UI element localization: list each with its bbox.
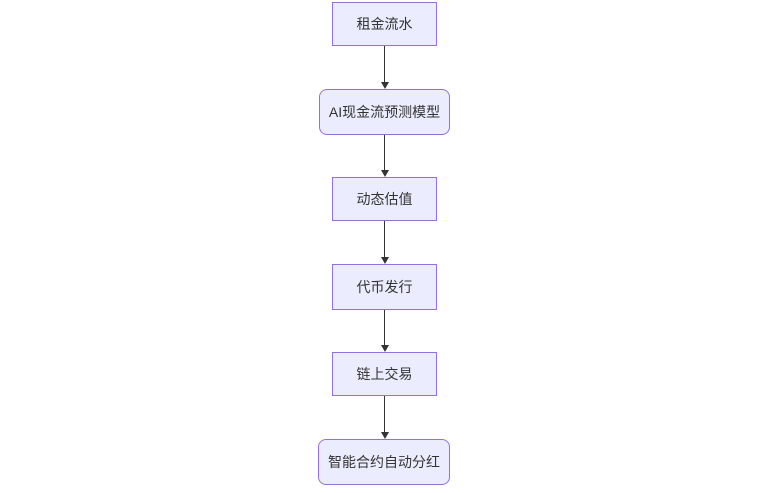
flow-arrow-n1-n2 [380,46,390,89]
flow-node-n4: 代币发行 [332,264,437,310]
flow-node-label: 链上交易 [356,366,413,382]
flow-arrow-n2-n3 [380,135,390,177]
arrow-line [384,135,385,170]
arrow-line [384,396,385,432]
arrow-head-icon [380,82,389,89]
flow-node-n3: 动态估值 [332,177,437,221]
flow-node-n1: 租金流水 [332,2,437,46]
flow-arrow-n3-n4 [380,221,390,264]
flow-node-n5: 链上交易 [332,352,437,396]
arrow-line [384,46,385,82]
flow-arrow-n5-n6 [380,396,390,439]
flow-arrow-n4-n5 [380,310,390,352]
arrow-head-icon [380,345,389,352]
arrow-line [384,221,385,257]
flow-node-n2: AI现金流预测模型 [319,89,450,135]
arrow-line [384,310,385,345]
arrow-head-icon [380,257,389,264]
arrow-head-icon [380,170,389,177]
flow-node-label: 代币发行 [356,279,413,295]
arrow-head-icon [380,432,389,439]
flow-node-label: 动态估值 [356,191,413,207]
flow-node-n6: 智能合约自动分红 [318,439,450,485]
flow-node-label: 智能合约自动分红 [328,454,440,470]
flow-node-label: AI现金流预测模型 [328,104,441,120]
flow-node-label: 租金流水 [356,16,413,32]
